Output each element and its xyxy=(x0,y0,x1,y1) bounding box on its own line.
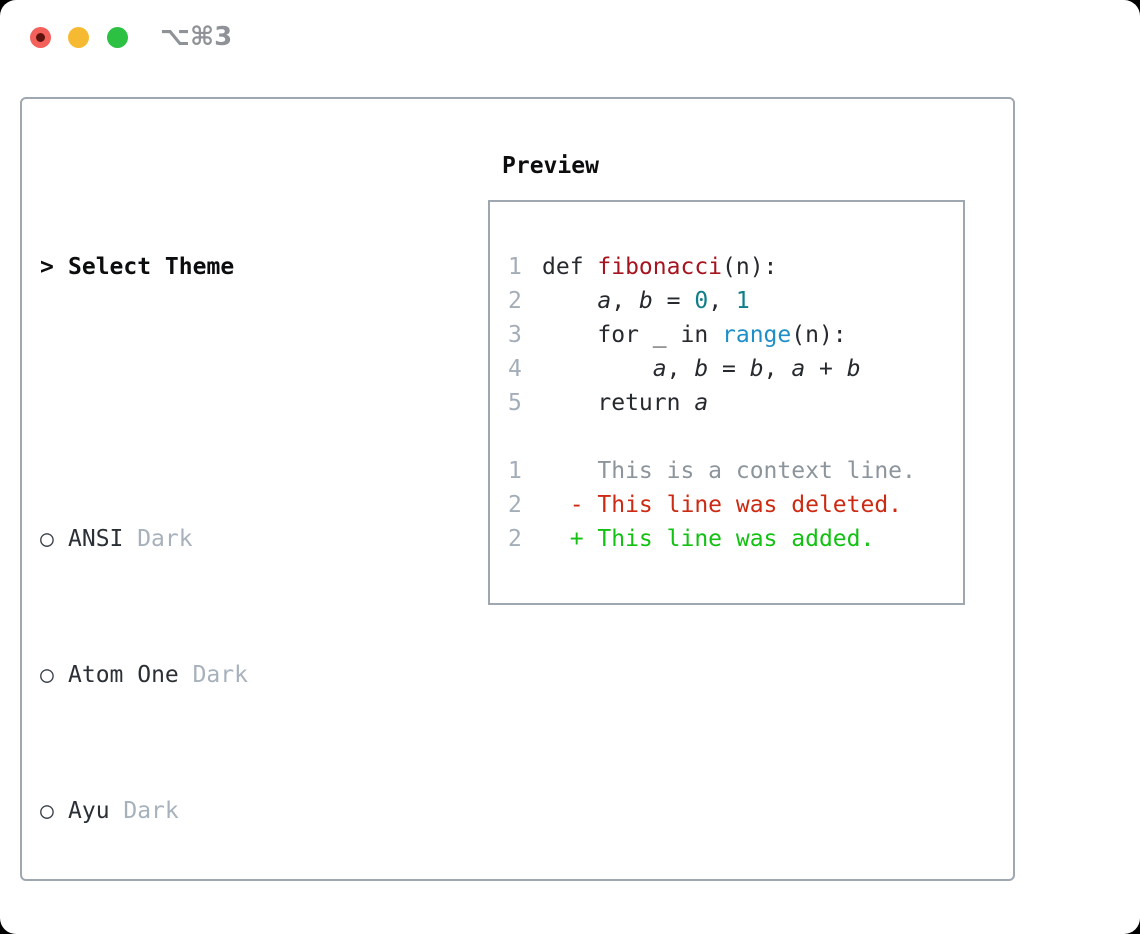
code-token: def xyxy=(542,254,598,280)
preview-title: Preview xyxy=(502,153,599,179)
radio-icon: ○ xyxy=(40,798,54,824)
line-number: 2 xyxy=(508,526,522,552)
window-title: ⌥⌘3 xyxy=(160,22,233,52)
diff-text: + This line was added. xyxy=(542,526,875,552)
code-token: a xyxy=(694,390,709,416)
code-token: 0 xyxy=(694,288,709,314)
code-token: range xyxy=(722,322,792,348)
diff-line: 1 This is a context line. xyxy=(508,454,953,488)
radio-icon: ○ xyxy=(40,526,54,552)
code-token: = xyxy=(708,356,750,382)
code-token: a xyxy=(652,356,667,382)
zoom-button[interactable] xyxy=(107,27,128,48)
code-text: a, b = b, a + b xyxy=(542,356,861,382)
minimize-button[interactable] xyxy=(68,27,89,48)
code-token: fibonacci xyxy=(597,254,723,280)
code-token: + xyxy=(805,356,847,382)
selection-caret-icon: > xyxy=(40,254,54,280)
theme-list-header: > Select Theme xyxy=(40,250,480,284)
theme-name: Atom One xyxy=(68,662,179,688)
code-token: return xyxy=(542,390,695,416)
diff-text: - This line was deleted. xyxy=(542,492,903,518)
code-token: b xyxy=(638,288,653,314)
theme-option[interactable]: ○DefaultDark xyxy=(40,930,480,934)
theme-list-title: Select Theme xyxy=(68,254,235,280)
diff-text: This is a context line. xyxy=(542,458,916,484)
code-text: return a xyxy=(542,390,708,416)
close-button[interactable] xyxy=(30,27,51,48)
code-token: a xyxy=(791,356,806,382)
code-token: , xyxy=(708,288,736,314)
code-token: a xyxy=(597,288,612,314)
code-text: def fibonacci(n): xyxy=(542,254,777,280)
code-token: (n): xyxy=(791,322,847,348)
radio-icon: ○ xyxy=(40,930,68,934)
diff-preview: 1 This is a context line. 2 - This line … xyxy=(508,454,953,556)
code-text: for _ in range(n): xyxy=(542,322,847,348)
theme-name: Ayu xyxy=(68,798,110,824)
code-token: b xyxy=(749,356,764,382)
line-number: 1 xyxy=(508,458,522,484)
code-token xyxy=(542,356,653,382)
code-token: b xyxy=(694,356,709,382)
line-number: 2 xyxy=(508,288,522,314)
theme-option[interactable]: ○ ANSI Dark xyxy=(40,522,480,556)
code-token: b xyxy=(846,356,861,382)
code-line: 3 for _ in range(n): xyxy=(508,318,953,352)
theme-variant: Dark xyxy=(137,526,193,552)
theme-variant: Dark xyxy=(123,798,179,824)
blank-line xyxy=(508,420,953,454)
code-token: = xyxy=(652,288,695,314)
line-number: 4 xyxy=(508,356,522,382)
code-line: 5 return a xyxy=(508,386,953,420)
code-token: (n): xyxy=(722,254,778,280)
line-number: 1 xyxy=(508,254,522,280)
titlebar: ⌥⌘3 xyxy=(0,0,1140,74)
line-number: 3 xyxy=(508,322,522,348)
code-token xyxy=(542,288,597,314)
code-token: , xyxy=(763,356,792,382)
code-line: 4 a, b = b, a + b xyxy=(508,352,953,386)
code-text: a, b = 0, 1 xyxy=(542,288,750,314)
code-line: 2 a, b = 0, 1 xyxy=(508,284,953,318)
code-line: 1 def fibonacci(n): xyxy=(508,250,953,284)
theme-option[interactable]: ○ Atom One Dark xyxy=(40,658,480,692)
code-token: , xyxy=(666,356,695,382)
line-number: 2 xyxy=(508,492,522,518)
theme-name: ANSI xyxy=(68,526,124,552)
radio-icon: ○ xyxy=(40,662,54,688)
theme-option[interactable]: ○ Ayu Dark xyxy=(40,794,480,828)
code-token: , xyxy=(611,288,639,314)
theme-variant: Dark xyxy=(192,662,248,688)
diff-line: 2 + This line was added. xyxy=(508,522,953,556)
code-token: 1 xyxy=(735,288,750,314)
diff-line: 2 - This line was deleted. xyxy=(508,488,953,522)
line-number: 5 xyxy=(508,390,522,416)
code-token: for _ in xyxy=(542,322,723,348)
